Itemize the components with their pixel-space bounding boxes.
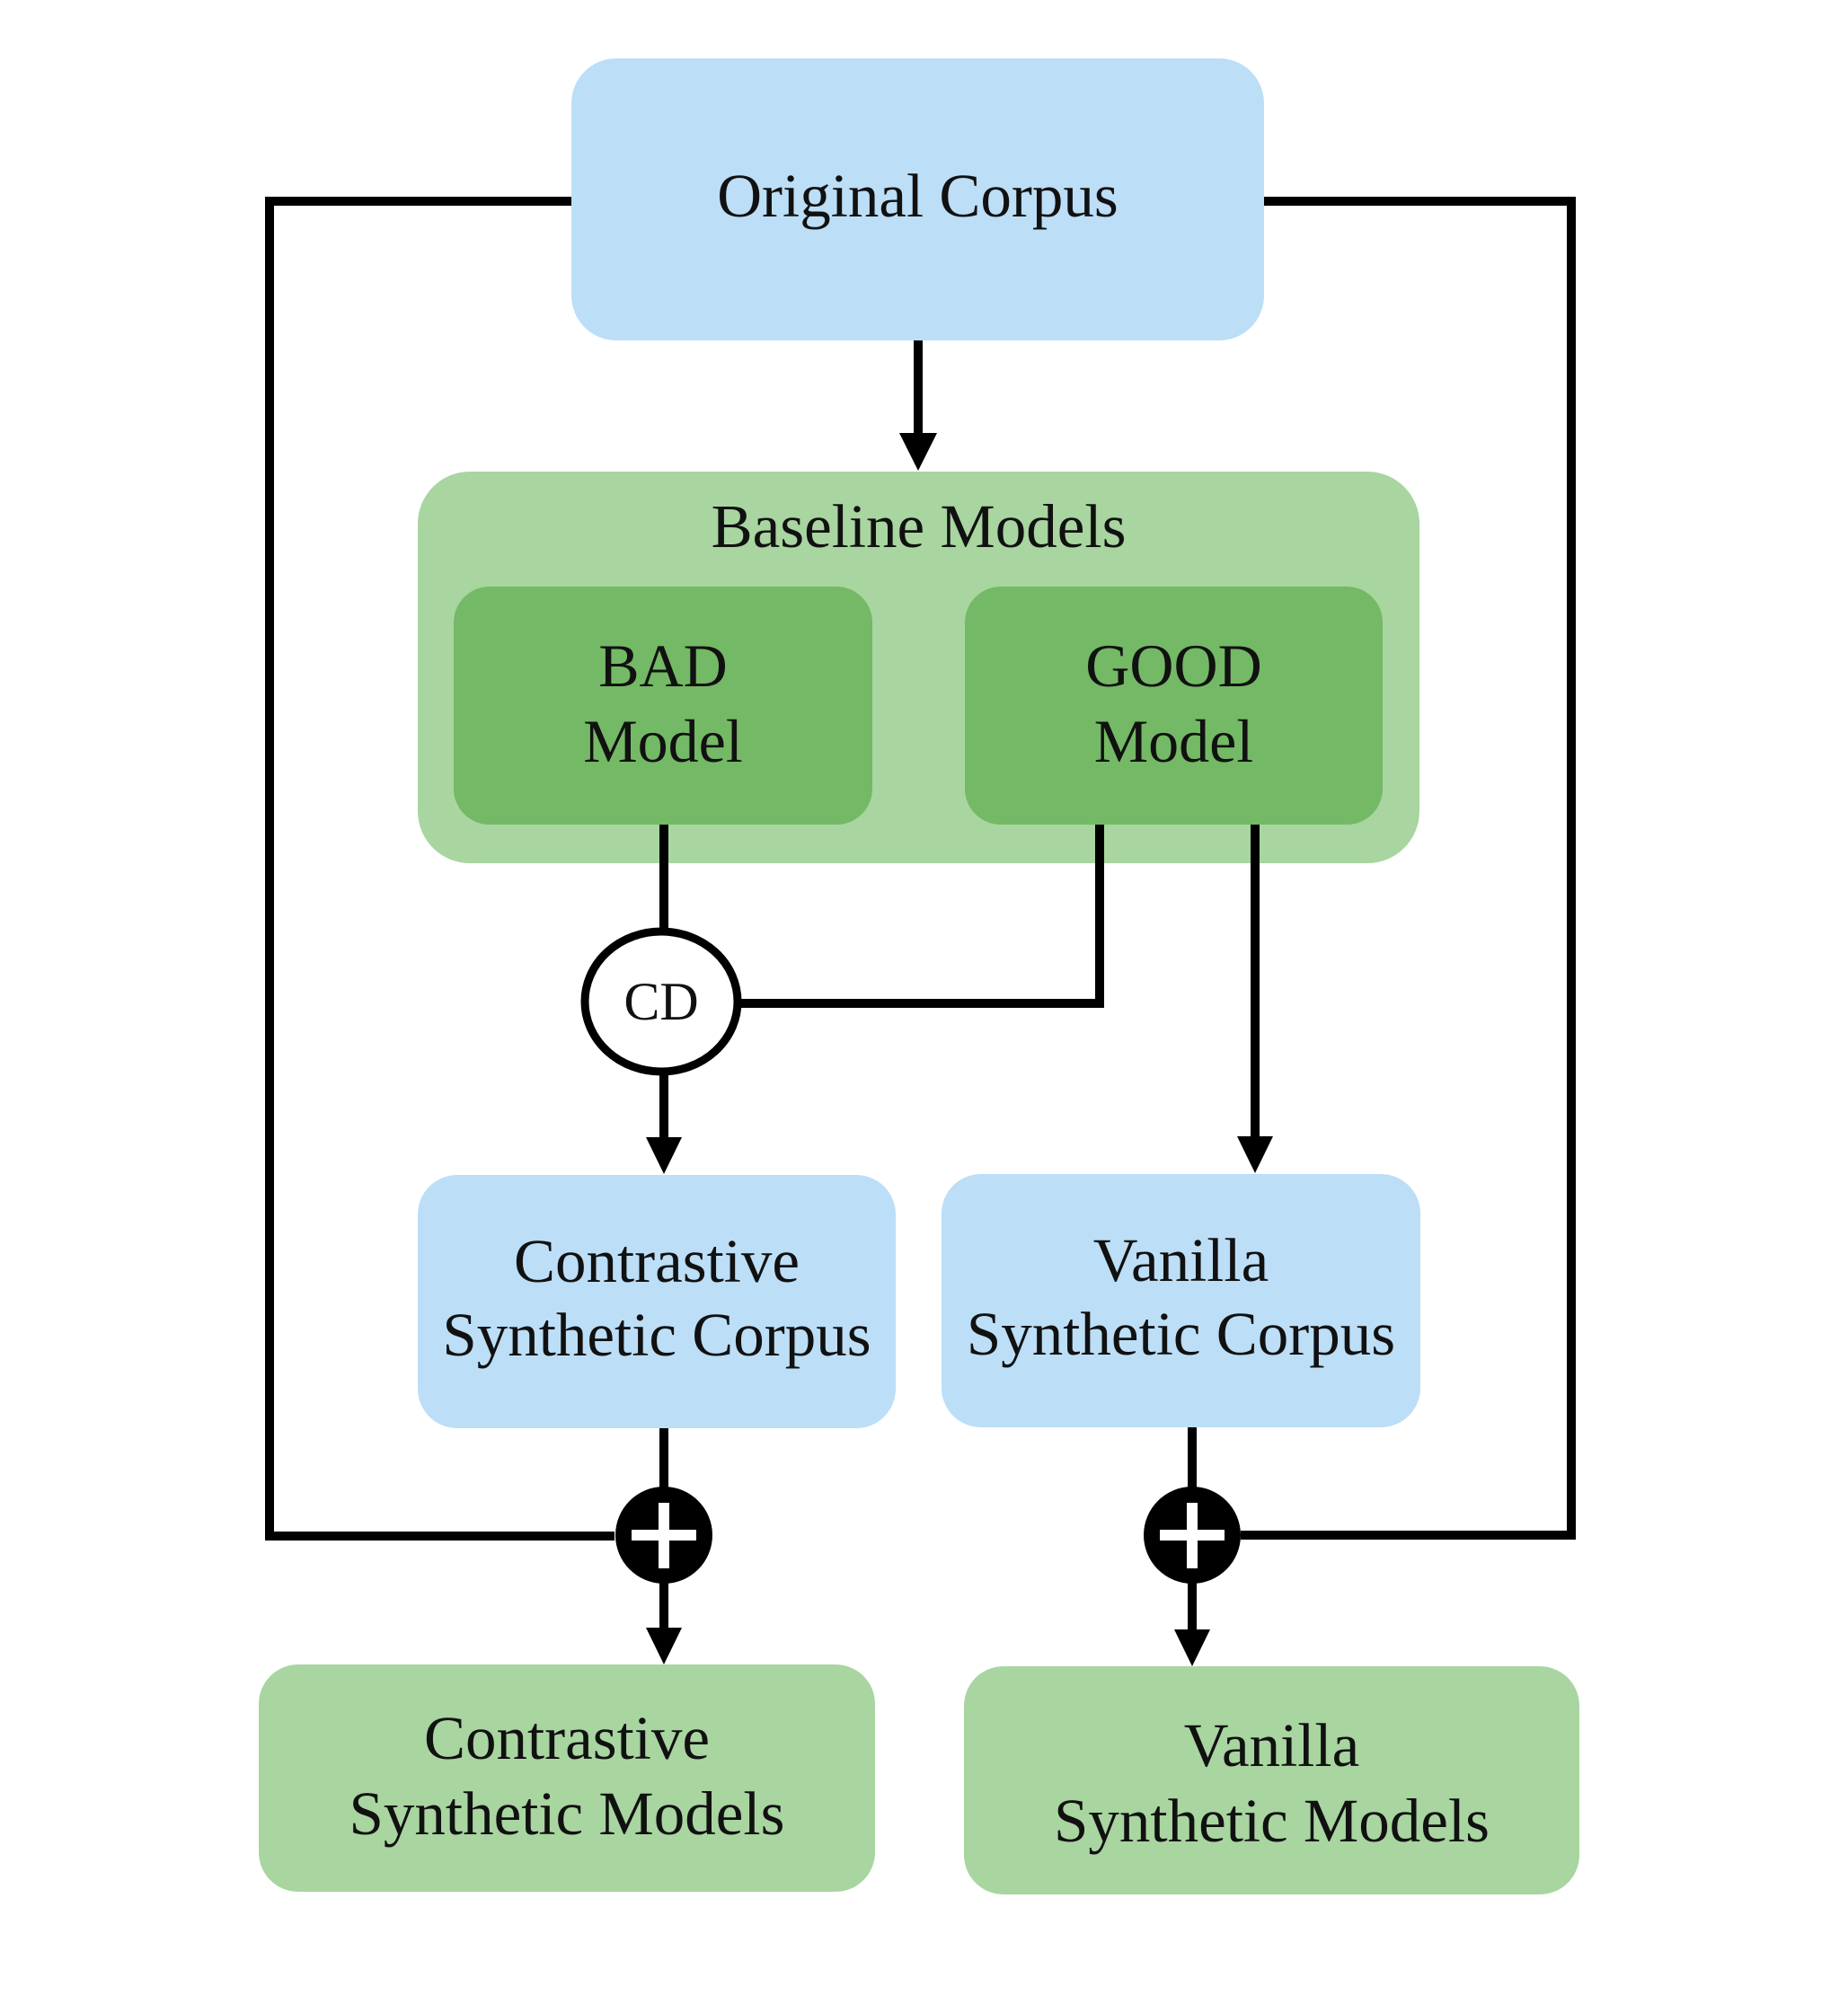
- contrastive-synthetic-models-node: Contrastive Synthetic Models: [259, 1664, 875, 1892]
- good-model-node: GOOD Model: [965, 587, 1383, 825]
- original-corpus-node: Original Corpus: [571, 58, 1264, 340]
- contrastive-models-label-line2: Synthetic Models: [349, 1779, 785, 1848]
- edge-original-to-plus-left: [265, 197, 615, 1541]
- bad-model-node: BAD Model: [454, 587, 872, 825]
- vanilla-synthetic-models-node: Vanilla Synthetic Models: [964, 1666, 1579, 1894]
- contrastive-synthetic-corpus-node: Contrastive Synthetic Corpus: [418, 1175, 896, 1428]
- arrowhead-icon: [646, 1628, 682, 1664]
- bad-model-label-line2: Model: [583, 706, 743, 775]
- arrowhead-icon: [646, 1137, 682, 1174]
- plus-vertical-bar: [1187, 1503, 1198, 1568]
- vanilla-models-label-line2: Synthetic Models: [1054, 1787, 1490, 1855]
- vanilla-corpus-label-line1: Vanilla: [1092, 1226, 1269, 1294]
- vanilla-models-label-line1: Vanilla: [1183, 1711, 1360, 1779]
- cd-operator-circle: [580, 927, 742, 1076]
- bad-model-label-line1: BAD: [598, 631, 728, 700]
- arrowhead-icon: [899, 433, 937, 471]
- vanilla-synthetic-corpus-node: Vanilla Synthetic Corpus: [942, 1174, 1420, 1427]
- plus-left-operator: [615, 1487, 712, 1584]
- edge-good-to-cd: [738, 825, 1104, 1008]
- vanilla-corpus-label-line2: Synthetic Corpus: [966, 1300, 1396, 1368]
- plus-vertical-bar: [659, 1503, 669, 1568]
- edge-original-to-plus-right: [1241, 197, 1576, 1540]
- arrowhead-icon: [1174, 1629, 1210, 1666]
- contrastive-corpus-label-line1: Contrastive: [513, 1227, 800, 1295]
- original-corpus-label: Original Corpus: [717, 162, 1119, 230]
- good-model-label-line1: GOOD: [1085, 631, 1262, 700]
- plus-right-operator: [1144, 1487, 1241, 1584]
- good-model-label-line2: Model: [1093, 706, 1254, 775]
- baseline-models-label: Baseline Models: [711, 492, 1127, 561]
- cd-operator-label: CD: [623, 971, 699, 1031]
- contrastive-corpus-label-line2: Synthetic Corpus: [442, 1301, 871, 1369]
- arrowhead-icon: [1237, 1136, 1273, 1173]
- contrastive-models-label-line1: Contrastive: [423, 1703, 711, 1772]
